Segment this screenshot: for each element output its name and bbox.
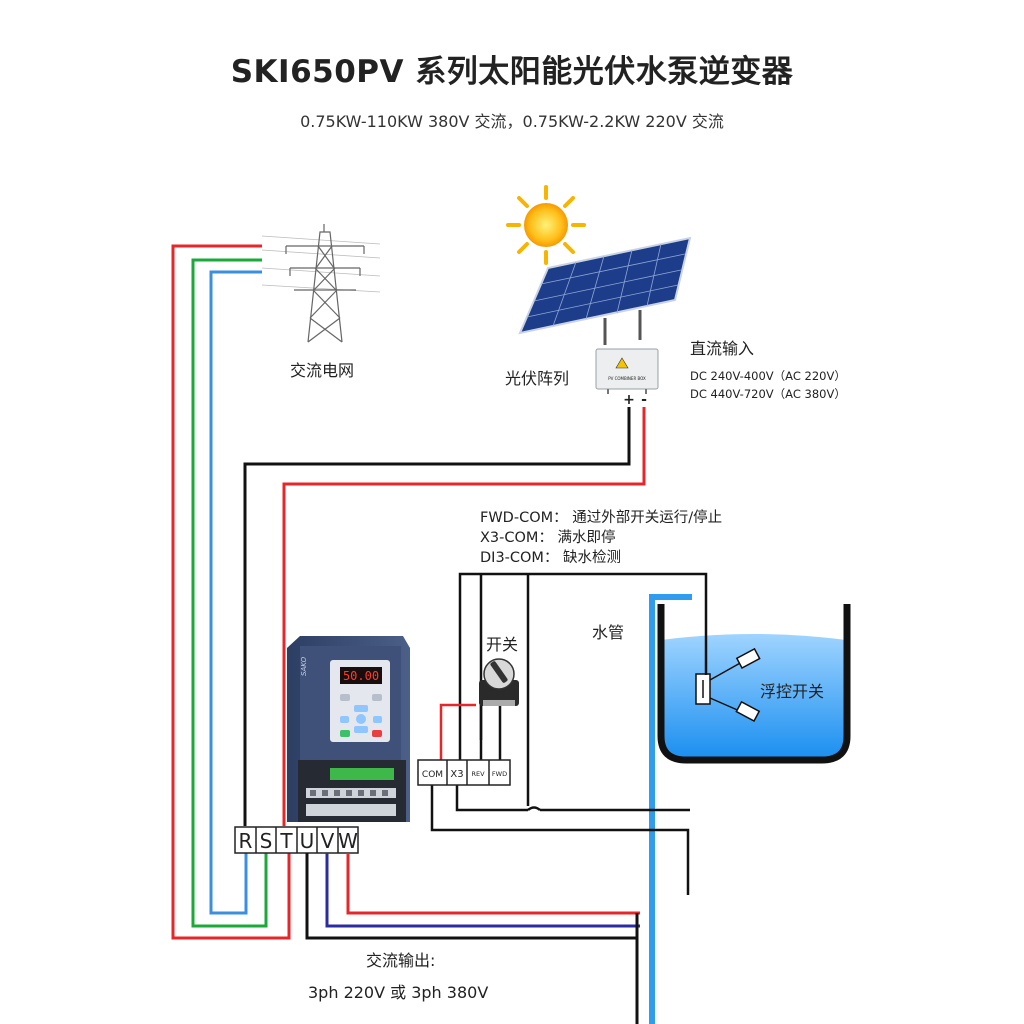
page-subtitle: 0.75KW-110KW 380V 交流，0.75KW-2.2KW 220V 交…: [300, 112, 724, 131]
keypad-button: [356, 714, 366, 724]
inverter-display: 50.00: [343, 669, 379, 683]
inverter-brand: SAKO: [300, 656, 308, 676]
wire-s-green: [191, 258, 268, 928]
terminal-r: R: [239, 829, 253, 853]
float-switch-label: 浮控开关: [760, 682, 824, 701]
ac-output-voltage: 3ph 220V 或 3ph 380V: [308, 983, 488, 1002]
control-wires: [430, 572, 708, 895]
power-terminal-strip: R S T U V W: [234, 826, 359, 854]
terminal-v: V: [321, 829, 335, 853]
dc-input-range-220: DC 240V-400V（AC 220V）: [690, 369, 846, 383]
switch-com-wire: [439, 703, 476, 760]
inverter-unit: SAKO 50.00: [287, 636, 410, 822]
terminal-fwd: FWD: [492, 770, 507, 778]
terminal-t: T: [279, 829, 293, 853]
note-x3-com: X3-COM： 满水即停: [480, 529, 616, 546]
water-pipe-label: 水管: [592, 623, 624, 642]
ac-grid-label: 交流电网: [290, 361, 354, 380]
pv-dc-wires: [243, 407, 646, 826]
terminal-rev: REV: [471, 770, 485, 778]
terminal-s: S: [260, 829, 273, 853]
dc-input-range-380: DC 440V-720V（AC 380V）: [690, 387, 846, 401]
pv-minus-label: -: [641, 392, 647, 408]
sun-icon: [506, 185, 586, 265]
warning-icon: [615, 357, 629, 369]
pv-combiner-box: PV COMBINER BOX: [595, 348, 659, 394]
terminal-u: U: [300, 829, 315, 853]
grid-wires: [171, 244, 291, 940]
power-tower-icon: [261, 224, 381, 343]
pv-array-label: 光伏阵列: [505, 369, 569, 388]
switch-label: 开关: [486, 635, 518, 654]
pv-plus-label: +: [623, 392, 635, 408]
solar-panel-icon: [518, 236, 692, 345]
terminal-com: COM: [422, 770, 443, 780]
wire-v-navy: [325, 853, 640, 928]
page-title: SKI650PV 系列太阳能光伏水泵逆变器: [230, 54, 794, 90]
wire-t-blue: [209, 270, 262, 915]
dc-input-title: 直流输入: [690, 339, 754, 358]
terminal-w: W: [338, 829, 358, 853]
note-fwd-com: FWD-COM： 通过外部开关运行/停止: [480, 509, 722, 526]
float-switch-icon: [695, 647, 761, 723]
water-pipe: [649, 594, 692, 1024]
note-di3-com: DI3-COM： 缺水检测: [480, 549, 621, 566]
wire-w-red: [346, 853, 640, 915]
control-terminal-strip: COM X3 REV FWD: [417, 759, 511, 786]
terminal-x3: X3: [450, 769, 463, 780]
ac-output-title: 交流输出:: [366, 951, 435, 970]
wire-r-red: [171, 244, 291, 940]
combiner-box-label: PV COMBINER BOX: [608, 376, 646, 381]
rotary-switch-icon: [479, 658, 519, 706]
